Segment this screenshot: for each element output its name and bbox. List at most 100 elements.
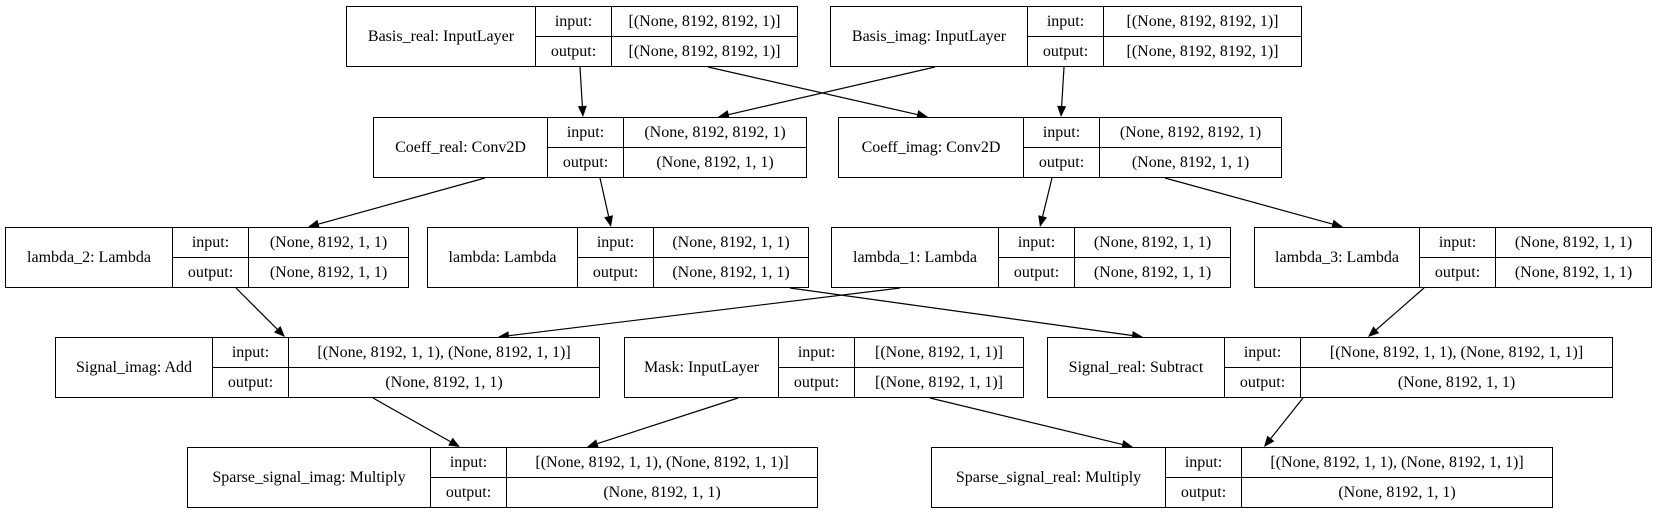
edge-mask-to-sparse-imag bbox=[587, 397, 739, 448]
edge-lambda-1-to-signal-imag bbox=[498, 287, 901, 341]
input-label: input: bbox=[578, 228, 653, 258]
layer-name: Mask: InputLayer bbox=[625, 338, 779, 397]
edge-basis-real-to-coeff-imag bbox=[707, 66, 928, 119]
layer-name: lambda: Lambda bbox=[428, 228, 578, 287]
edge-mask-to-sparse-real bbox=[929, 397, 1133, 449]
shape-values: (None, 8192, 8192, 1)(None, 8192, 1, 1) bbox=[624, 118, 806, 177]
shape-values: (None, 8192, 1, 1)(None, 8192, 1, 1) bbox=[654, 228, 808, 287]
output-label: output: bbox=[793, 373, 840, 391]
input-label: input: bbox=[536, 7, 611, 37]
input-label: input: bbox=[1028, 7, 1103, 37]
input-shape: (None, 8192, 1, 1) bbox=[1075, 228, 1230, 258]
input-shape: (None, 8192, 8192, 1) bbox=[1100, 118, 1281, 148]
io-labels: input: output: bbox=[1024, 118, 1100, 177]
output-label: output: bbox=[227, 373, 274, 391]
layer-name: Sparse_signal_imag: Multiply bbox=[188, 448, 431, 507]
output-label: output: bbox=[445, 483, 492, 501]
output-shape: (None, 8192, 1, 1) bbox=[603, 483, 721, 501]
input-shape: [(None, 8192, 8192, 1)] bbox=[1104, 7, 1301, 37]
output-shape: (None, 8192, 1, 1) bbox=[672, 263, 790, 281]
io-labels: input: output: bbox=[1225, 338, 1301, 397]
output-label: output: bbox=[550, 42, 597, 60]
layer-name: Coeff_real: Conv2D bbox=[374, 118, 548, 177]
edge-coeff-imag-to-lambda-3 bbox=[1164, 177, 1343, 229]
input-shape: [(None, 8192, 1, 1), (None, 8192, 1, 1)] bbox=[1242, 448, 1552, 478]
shape-values: [(None, 8192, 1, 1)][(None, 8192, 1, 1)] bbox=[855, 338, 1023, 397]
layer-name: Signal_imag: Add bbox=[56, 338, 213, 397]
input-shape: [(None, 8192, 8192, 1)] bbox=[612, 7, 797, 37]
io-labels: input: output: bbox=[1028, 7, 1104, 66]
shape-values: (None, 8192, 1, 1) (None, 8192, 1, 1) bbox=[1075, 228, 1230, 287]
layer-name: Signal_real: Subtract bbox=[1048, 338, 1225, 397]
shape-values: (None, 8192, 8192, 1)(None, 8192, 1, 1) bbox=[1100, 118, 1281, 177]
edge-coeff-real-to-lambda-2 bbox=[308, 177, 486, 229]
io-labels: input: output: bbox=[536, 7, 612, 66]
io-labels: input: output: bbox=[213, 338, 289, 397]
shape-values: [(None, 8192, 1, 1), (None, 8192, 1, 1)]… bbox=[1301, 338, 1612, 397]
edge-coeff-real-to-lambda bbox=[599, 177, 613, 227]
shape-values: (None, 8192, 1, 1)(None, 8192, 1, 1) bbox=[1496, 228, 1651, 287]
input-shape: [(None, 8192, 1, 1), (None, 8192, 1, 1)] bbox=[1301, 338, 1612, 368]
io-labels: input: output: bbox=[173, 228, 249, 287]
output-label: output: bbox=[1013, 263, 1060, 281]
layer-name: Coeff_imag: Conv2D bbox=[839, 118, 1024, 177]
input-label: input: bbox=[1166, 448, 1241, 478]
layer-name: Sparse_signal_real: Multiply bbox=[932, 448, 1166, 507]
output-shape: [(None, 8192, 1, 1)] bbox=[875, 373, 1003, 391]
shape-values: [(None, 8192, 8192, 1)] [(None, 8192, 819… bbox=[612, 7, 797, 66]
shape-values: (None, 8192, 1, 1) (None, 8192, 1, 1) bbox=[249, 228, 408, 287]
io-labels: input:output: bbox=[1420, 228, 1496, 287]
output-shape: (None, 8192, 1, 1) bbox=[269, 263, 388, 281]
shape-values: [(None, 8192, 8192, 1)] [(None, 8192, 819… bbox=[1104, 7, 1301, 66]
layer-name: lambda_2: Lambda bbox=[6, 228, 173, 287]
input-label: input: bbox=[548, 118, 623, 148]
output-shape: (None, 8192, 1, 1) bbox=[1397, 373, 1516, 391]
output-shape: (None, 8192, 1, 1) bbox=[1338, 483, 1456, 501]
input-label: input: bbox=[213, 338, 288, 368]
output-shape: [(None, 8192, 8192, 1)] bbox=[1126, 42, 1279, 60]
edge-coeff-imag-to-lambda-1 bbox=[1038, 177, 1053, 227]
output-shape: [(None, 8192, 8192, 1)] bbox=[628, 42, 781, 60]
shape-values: [(None, 8192, 1, 1), (None, 8192, 1, 1)]… bbox=[1242, 448, 1552, 507]
output-label: output: bbox=[1042, 42, 1089, 60]
input-label: input: bbox=[173, 228, 248, 258]
input-label: input: bbox=[1420, 228, 1495, 258]
io-labels: input: output: bbox=[779, 338, 855, 397]
input-label: input: bbox=[779, 338, 854, 368]
io-labels: input: output: bbox=[431, 448, 507, 507]
output-label: output: bbox=[592, 263, 639, 281]
edge-lambda-2-to-signal-imag bbox=[235, 287, 285, 337]
shape-values: [(None, 8192, 1, 1), (None, 8192, 1, 1)]… bbox=[289, 338, 599, 397]
input-label: input: bbox=[431, 448, 506, 478]
io-labels: input: output: bbox=[1166, 448, 1242, 507]
output-label: output: bbox=[1180, 483, 1227, 501]
input-label: input: bbox=[1225, 338, 1300, 368]
output-shape: (None, 8192, 1, 1) bbox=[656, 153, 774, 171]
io-labels: input:output: bbox=[999, 228, 1075, 287]
output-shape: (None, 8192, 1, 1) bbox=[1093, 263, 1212, 281]
layer-name: lambda_3: Lambda bbox=[1255, 228, 1420, 287]
output-label: output: bbox=[187, 263, 234, 281]
input-label: input: bbox=[1024, 118, 1099, 148]
input-shape: (None, 8192, 1, 1) bbox=[249, 228, 408, 258]
output-label: output: bbox=[1038, 153, 1085, 171]
layer-name: Basis_real: InputLayer bbox=[347, 7, 536, 66]
output-label: output: bbox=[1239, 373, 1286, 391]
input-shape: [(None, 8192, 1, 1), (None, 8192, 1, 1)] bbox=[507, 448, 817, 478]
edge-lambda-3-to-signal-real bbox=[1368, 287, 1425, 337]
edge-signal-real-to-sparse-real bbox=[1264, 397, 1304, 447]
